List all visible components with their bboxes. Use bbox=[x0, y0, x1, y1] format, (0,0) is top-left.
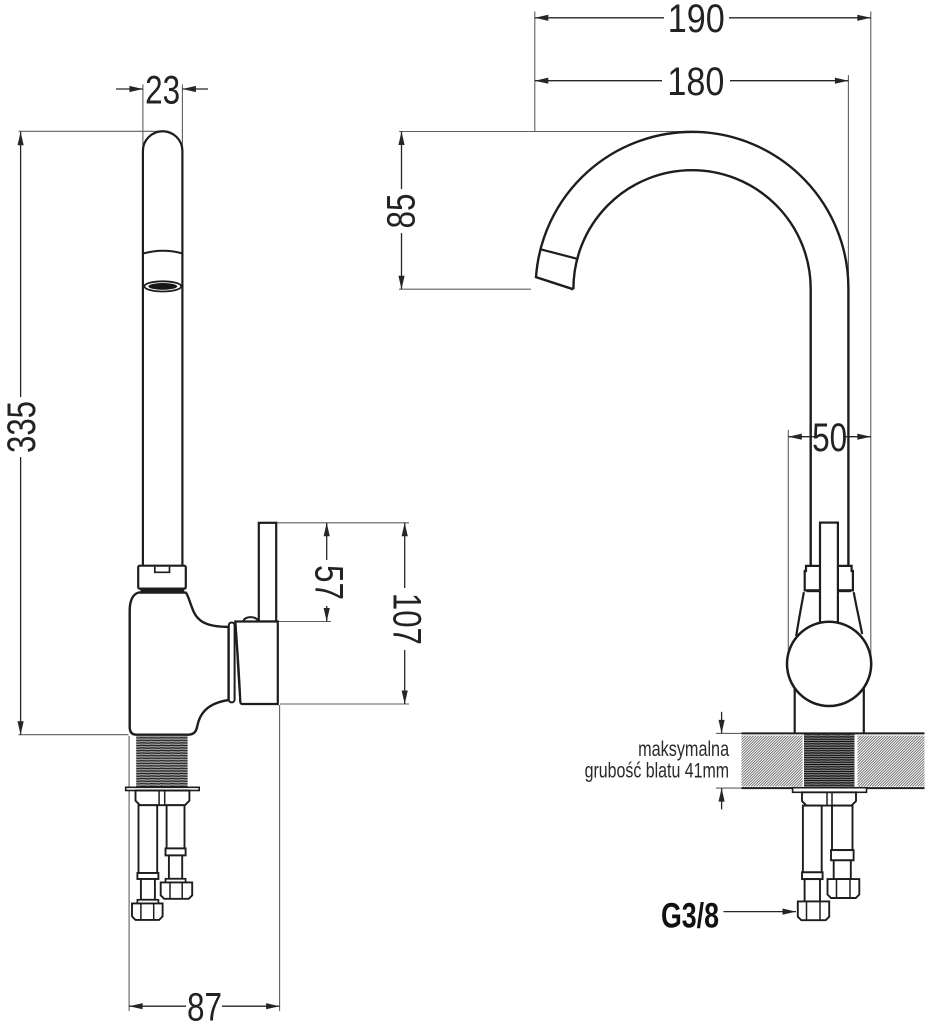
svg-text:50: 50 bbox=[812, 416, 847, 460]
svg-text:85: 85 bbox=[379, 194, 423, 229]
svg-text:57: 57 bbox=[306, 565, 350, 600]
svg-text:G3/8: G3/8 bbox=[661, 897, 719, 936]
svg-text:maksymalna: maksymalna bbox=[638, 738, 729, 761]
svg-text:107: 107 bbox=[384, 593, 428, 645]
svg-text:87: 87 bbox=[187, 986, 222, 1024]
svg-text:335: 335 bbox=[0, 401, 44, 453]
svg-text:190: 190 bbox=[668, 0, 725, 41]
svg-text:180: 180 bbox=[667, 60, 724, 104]
svg-text:23: 23 bbox=[145, 68, 180, 112]
svg-text:grubość blatu 41mm: grubość blatu 41mm bbox=[585, 759, 730, 782]
